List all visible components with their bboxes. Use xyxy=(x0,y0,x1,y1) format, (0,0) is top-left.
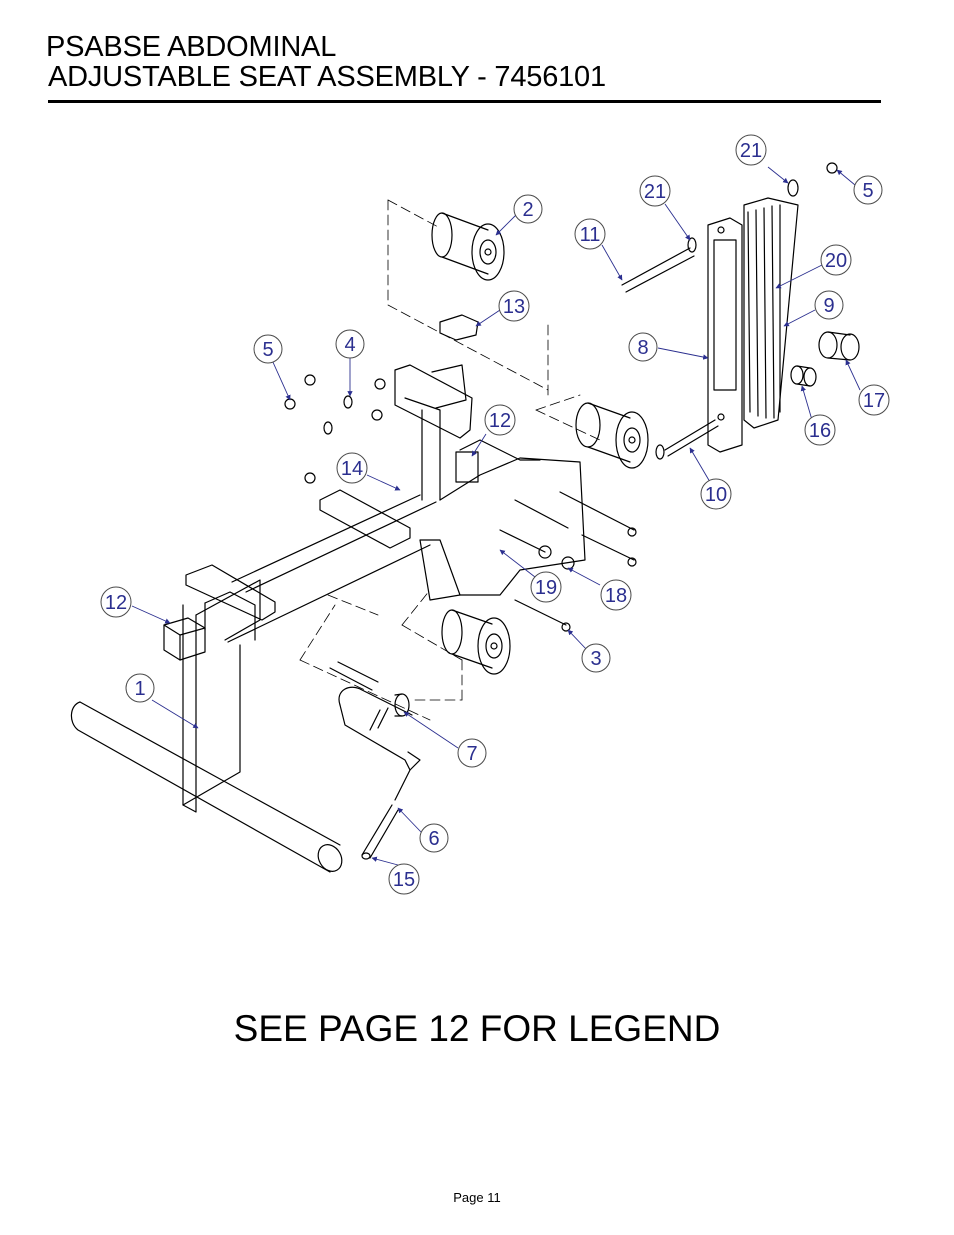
callout-11: 11 xyxy=(574,218,606,250)
end-cap-12-lower xyxy=(163,617,206,661)
svg-text:11: 11 xyxy=(580,224,601,246)
bolts xyxy=(329,247,719,691)
callout-21-top: 21 xyxy=(735,134,767,166)
svg-text:2: 2 xyxy=(522,199,533,221)
callout-4: 4 xyxy=(335,329,365,359)
callout-9: 9 xyxy=(814,290,844,320)
svg-text:10: 10 xyxy=(705,484,727,506)
callout-13: 13 xyxy=(498,290,530,322)
svg-text:5: 5 xyxy=(262,339,273,361)
svg-text:12: 12 xyxy=(105,592,127,614)
spacers xyxy=(790,331,860,387)
roller-lower xyxy=(441,609,511,675)
svg-text:8: 8 xyxy=(637,337,648,359)
svg-text:21: 21 xyxy=(740,140,762,162)
callout-2: 2 xyxy=(513,194,543,224)
svg-text:13: 13 xyxy=(503,296,525,318)
svg-text:5: 5 xyxy=(862,180,873,202)
callout-18: 18 xyxy=(600,579,632,611)
svg-text:21: 21 xyxy=(644,181,666,203)
page-title-line-1: PSABSE ABDOMINAL xyxy=(46,31,337,63)
callout-1: 1 xyxy=(125,673,155,703)
svg-text:14: 14 xyxy=(341,458,363,480)
page-number: Page 11 xyxy=(453,1190,501,1205)
svg-text:18: 18 xyxy=(605,585,627,607)
svg-text:20: 20 xyxy=(825,250,847,272)
end-cap-13 xyxy=(439,314,479,341)
svg-text:7: 7 xyxy=(466,743,477,765)
callout-12-lower: 12 xyxy=(100,586,132,618)
callout-16: 16 xyxy=(804,414,836,446)
nuts-and-washers xyxy=(284,162,838,632)
callout-12-upper: 12 xyxy=(484,404,516,436)
callout-10: 10 xyxy=(700,478,732,510)
roller-upper xyxy=(431,212,505,281)
callout-6: 6 xyxy=(419,823,449,853)
svg-text:19: 19 xyxy=(535,577,557,599)
svg-text:15: 15 xyxy=(393,869,415,891)
page-title-line-2: ADJUSTABLE SEAT ASSEMBLY - 7456101 xyxy=(48,61,606,93)
title-underline xyxy=(48,100,881,103)
svg-text:12: 12 xyxy=(489,410,511,432)
callout-7: 7 xyxy=(457,738,487,768)
svg-text:6: 6 xyxy=(428,828,439,850)
callout-8: 8 xyxy=(628,332,658,362)
svg-text:3: 3 xyxy=(590,648,601,670)
callout-15: 15 xyxy=(388,863,420,895)
crank-handle xyxy=(338,686,421,860)
callout-17: 17 xyxy=(858,384,890,416)
svg-text:1: 1 xyxy=(134,678,145,700)
seat-pad xyxy=(707,197,799,453)
svg-text:4: 4 xyxy=(344,334,355,356)
svg-text:16: 16 xyxy=(809,420,831,442)
legend-reference-note: SEE PAGE 12 FOR LEGEND xyxy=(233,1008,721,1049)
svg-text:17: 17 xyxy=(863,390,885,412)
callout-3: 3 xyxy=(581,643,611,673)
callout-leaders xyxy=(131,166,861,866)
callout-14: 14 xyxy=(336,452,368,484)
callout-5-left: 5 xyxy=(253,334,283,364)
svg-text:9: 9 xyxy=(823,295,834,317)
base-frame xyxy=(70,364,586,873)
callout-20: 20 xyxy=(820,244,852,276)
callout-19: 19 xyxy=(530,571,562,603)
roller-middle xyxy=(575,402,649,469)
assembly-center-lines xyxy=(299,199,601,721)
callout-5-right: 5 xyxy=(853,175,883,205)
callout-21-middle: 21 xyxy=(639,175,671,207)
callouts: 1 2 3 4 5 5 6 7 8 9 10 11 12 12 13 14 15… xyxy=(100,134,890,895)
